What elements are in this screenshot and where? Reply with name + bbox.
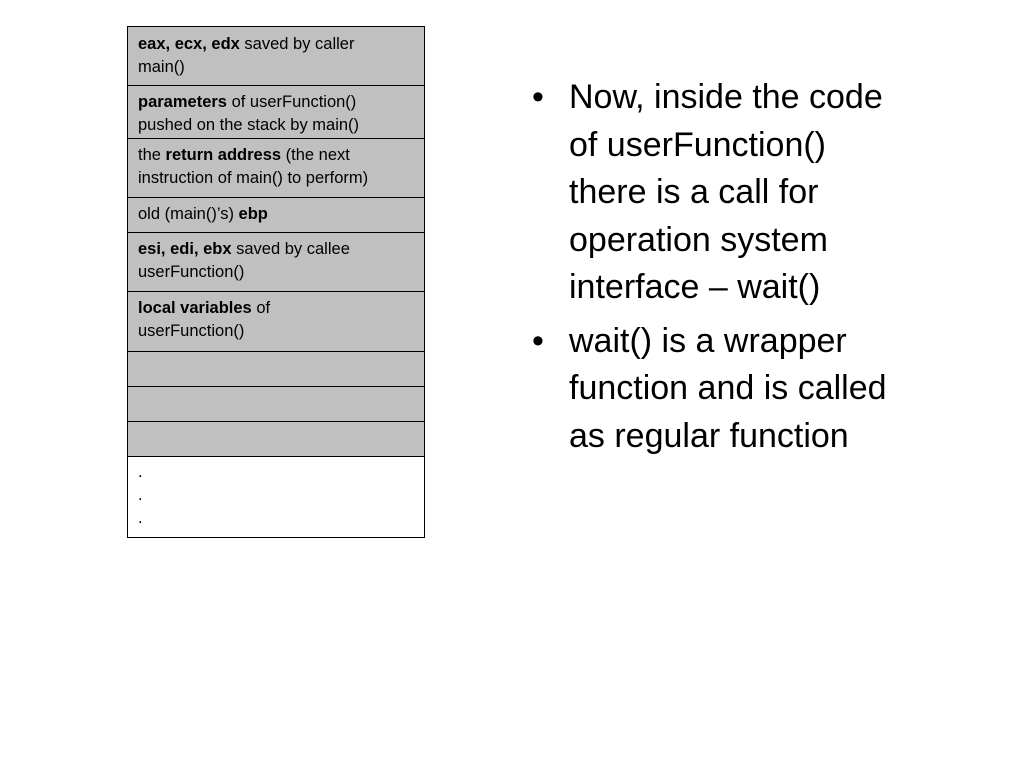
cell-text: saved by caller <box>239 35 355 53</box>
cell-bold-text: return address <box>165 146 282 164</box>
stack-cell-empty <box>127 386 425 422</box>
stack-cell-callee-saved-registers: esi, edi, ebx saved by callee userFuncti… <box>127 232 425 292</box>
cell-bold-text: parameters <box>138 93 227 111</box>
stack-cell-empty <box>127 421 425 457</box>
cell-line-1: the return address (the next <box>138 144 424 167</box>
cell-line-1: esi, edi, ebx saved by callee <box>138 238 424 261</box>
stack-cell-parameters: parameters of userFunction() pushed on t… <box>127 85 425 139</box>
bullet-line: interface – wait() <box>569 268 821 306</box>
bullet-marker: • <box>532 321 544 360</box>
bullet-line: wait() is a wrapper <box>569 321 847 360</box>
bullet-line: there is a call for <box>569 173 819 211</box>
cell-line-2: userFunction() <box>138 322 245 340</box>
cell-bold-text: eax, ecx, edx <box>138 35 240 53</box>
cell-text: of <box>251 299 271 317</box>
continuation-dot: . <box>138 509 143 527</box>
cell-bold-text: ebp <box>238 205 268 223</box>
cell-text: of userFunction() <box>226 93 357 111</box>
cell-text: (the next <box>281 146 350 164</box>
cell-text: saved by callee <box>231 240 350 258</box>
bullet-item: • Now, inside the code of userFunction()… <box>530 74 970 312</box>
stack-continuation-dots: . . . <box>127 456 425 538</box>
bullet-line: operation system <box>569 220 828 259</box>
bullet-line: function and is called <box>569 369 887 407</box>
cell-line-1: old (main()’s) ebp <box>138 203 424 226</box>
stack-cell-caller-saved-registers: eax, ecx, edx saved by caller main() <box>127 26 425 86</box>
bullet-line: as regular function <box>569 416 849 455</box>
cell-pre-text: the <box>138 146 166 164</box>
stack-cell-return-address: the return address (the next instruction… <box>127 138 425 198</box>
bullet-line: Now, inside the code <box>569 78 883 116</box>
cell-line-1: local variables of <box>138 297 424 320</box>
cell-pre-text: old (main()’s) <box>138 205 239 223</box>
stack-cell-empty <box>127 351 425 387</box>
bullet-list: • Now, inside the code of userFunction()… <box>530 74 970 466</box>
bullet-marker: • <box>532 78 544 116</box>
cell-line-2: pushed on the stack by main() <box>138 116 360 134</box>
continuation-dot: . <box>138 463 143 481</box>
bullet-line: of userFunction() <box>569 125 826 164</box>
stack-cell-local-variables: local variables of userFunction() <box>127 291 425 352</box>
cell-bold-text: local variables <box>138 299 252 317</box>
continuation-dot: . <box>138 486 143 504</box>
cell-line-2: userFunction() <box>138 263 245 281</box>
cell-line-1: parameters of userFunction() <box>138 91 424 114</box>
cell-bold-text: esi, edi, ebx <box>138 240 232 258</box>
cell-line-1: eax, ecx, edx saved by caller <box>138 33 424 56</box>
cell-line-2: instruction of main() to perform) <box>138 169 369 187</box>
cell-line-2: main() <box>138 58 185 76</box>
bullet-item: • wait() is a wrapper function and is ca… <box>530 318 970 461</box>
stack-cell-old-ebp: old (main()’s) ebp <box>127 197 425 233</box>
